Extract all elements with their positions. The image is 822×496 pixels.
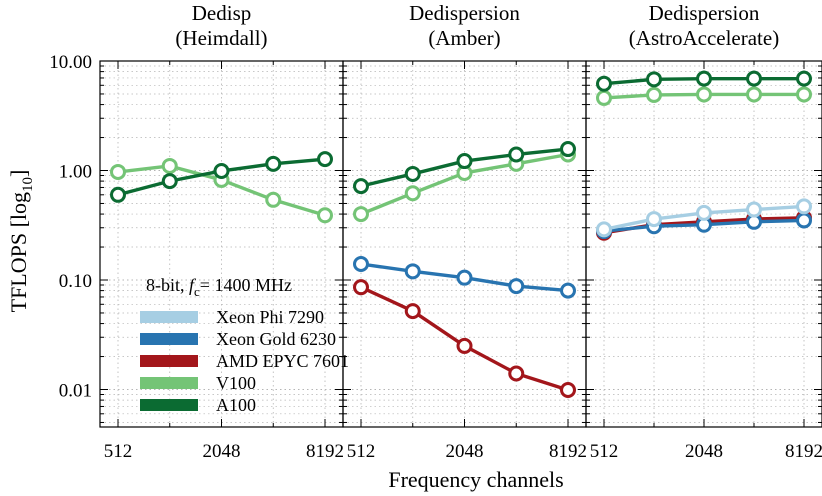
data-point <box>353 255 369 272</box>
x-tick-label: 2048 <box>446 441 484 462</box>
data-point <box>404 165 421 182</box>
y-tick-label: 10.00 <box>49 52 92 73</box>
x-tick-label: 8192 <box>549 441 587 462</box>
y-tick-label: 1.00 <box>59 162 92 183</box>
x-tick-label: 8192 <box>785 441 822 462</box>
data-point <box>317 151 333 168</box>
data-point <box>161 173 178 190</box>
data-point <box>696 86 712 103</box>
data-point <box>646 71 662 88</box>
data-point <box>696 70 712 87</box>
legend-swatch <box>140 311 198 323</box>
data-point <box>796 70 812 87</box>
data-point <box>110 163 126 180</box>
data-point <box>265 155 282 172</box>
x-tick-label: 8192 <box>306 441 344 462</box>
legend-swatch <box>140 399 198 411</box>
y-tick-label: 0.01 <box>59 381 92 402</box>
data-point <box>353 178 369 195</box>
panel-title: Dedispersion <box>409 1 520 25</box>
legend-swatch <box>140 333 198 345</box>
data-point <box>404 263 421 280</box>
legend-swatch <box>140 377 198 389</box>
data-point <box>746 70 762 87</box>
data-point <box>596 221 612 238</box>
data-point <box>746 86 762 103</box>
y-axis-label: TFLOPS [log10] <box>6 170 36 313</box>
legend-label: V100 <box>216 373 256 393</box>
data-point <box>646 86 662 103</box>
data-point <box>404 303 421 320</box>
data-point <box>796 198 812 215</box>
x-tick-label: 512 <box>590 441 619 462</box>
data-point <box>508 365 525 382</box>
data-point <box>560 141 576 158</box>
data-point <box>110 186 126 203</box>
data-point <box>646 211 662 228</box>
data-point <box>456 337 473 354</box>
panel-title: (Amber) <box>428 26 500 50</box>
panel-title: Dedispersion <box>649 1 760 25</box>
data-point <box>161 157 178 174</box>
data-point <box>746 201 762 218</box>
data-point <box>796 86 812 103</box>
legend-label: Xeon Phi 7290 <box>216 307 324 327</box>
data-point <box>317 207 333 224</box>
panel-title: Dedisp <box>192 1 252 25</box>
x-tick-label: 512 <box>104 441 133 462</box>
data-point <box>456 153 473 170</box>
y-tick-label: 0.10 <box>59 271 92 292</box>
text-layer: Dedisp(Heimdall) 512 2048 8192 10.00 1.00 0.10… <box>49 1 822 462</box>
data-point <box>560 381 576 398</box>
data-point <box>213 162 230 179</box>
legend-label: AMD EPYC 7601 <box>216 351 349 371</box>
data-point <box>508 278 525 295</box>
data-point <box>508 146 525 163</box>
data-point <box>560 282 576 299</box>
data-point <box>696 204 712 221</box>
grid-layer <box>100 60 822 427</box>
x-axis-label: Frequency channels <box>388 467 563 492</box>
panel-title: (AstroAccelerate) <box>629 26 779 50</box>
legend-label: Xeon Gold 6230 <box>216 329 336 349</box>
x-tick-label: 512 <box>347 441 376 462</box>
data-point <box>596 75 612 92</box>
legend-swatch <box>140 355 198 367</box>
data-point <box>353 279 369 296</box>
legend-title: 8-bit, fc= 1400 MHz <box>146 275 292 299</box>
x-tick-label: 2048 <box>203 441 241 462</box>
data-point <box>353 206 369 223</box>
data-point <box>404 185 421 202</box>
frame-layer <box>99 60 822 428</box>
data-point <box>265 191 282 208</box>
legend-label: A100 <box>216 395 256 415</box>
data-point <box>796 212 812 229</box>
data-point <box>596 89 612 106</box>
panel-title: (Heimdall) <box>175 26 267 50</box>
data-point <box>456 269 473 286</box>
x-tick-label: 2048 <box>685 441 723 462</box>
series-layer <box>110 70 812 398</box>
